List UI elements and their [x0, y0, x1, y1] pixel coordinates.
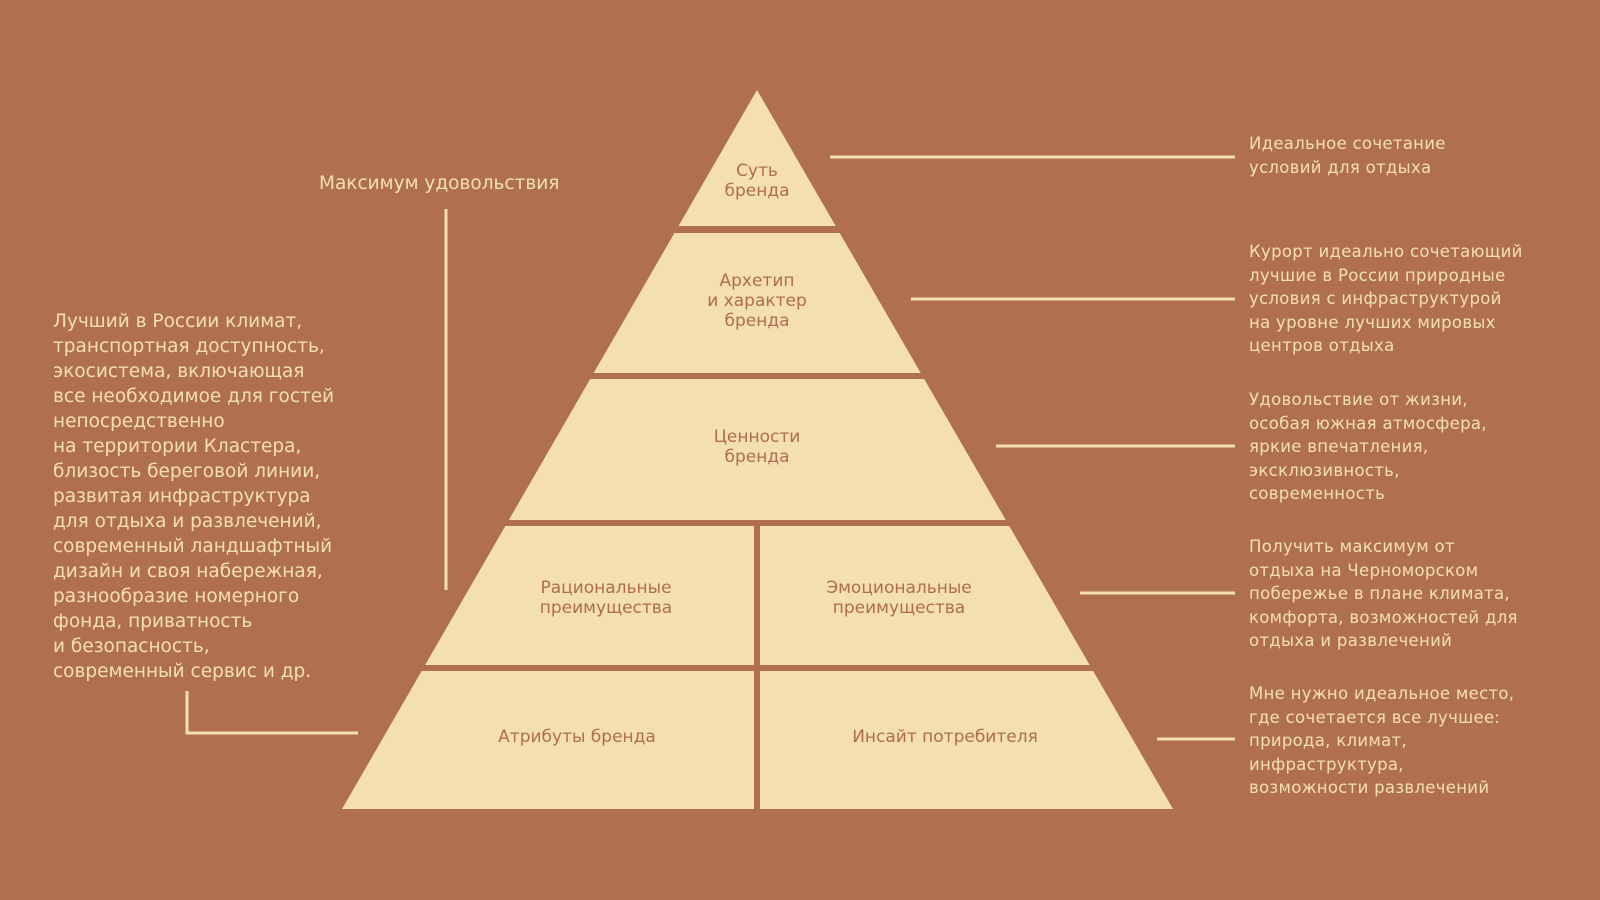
tier-essence: Суть бренда	[724, 161, 790, 201]
right-description-benefits: Получить максимум от отдыха на Черноморс…	[1249, 537, 1518, 650]
left-description: Лучший в России климат, транспортная дос…	[53, 311, 335, 682]
tier-gap	[300, 226, 1200, 233]
tier-rational: Рациональные преимущества	[539, 578, 673, 618]
tier-divider	[754, 520, 760, 815]
tier-emotional: Эмоциональные преимущества	[826, 578, 972, 618]
tier-attributes: Атрибуты бренда	[498, 727, 656, 747]
tier-archetype: Архетип и характер бренда	[707, 271, 807, 331]
right-description-archetype: Курорт идеально сочетающий лучшие в Росс…	[1249, 242, 1523, 355]
right-description-essence: Идеальное сочетание условий для отдыха	[1249, 134, 1446, 177]
pyramid-shape	[342, 90, 1173, 809]
tier-gap	[300, 520, 1200, 526]
tier-gap	[300, 373, 1200, 379]
bracket-line	[185, 691, 358, 735]
right-description-values: Удовольствие от жизни, особая южная атмо…	[1249, 390, 1487, 503]
tier-insight: Инсайт потребителя	[852, 727, 1038, 747]
left-title: Максимум удовольствия	[319, 173, 560, 194]
tier-gap	[300, 665, 1200, 671]
tier-values: Ценности бренда	[713, 427, 801, 467]
right-description-insight: Мне нужно идеальное место, где сочетаетс…	[1249, 684, 1515, 797]
